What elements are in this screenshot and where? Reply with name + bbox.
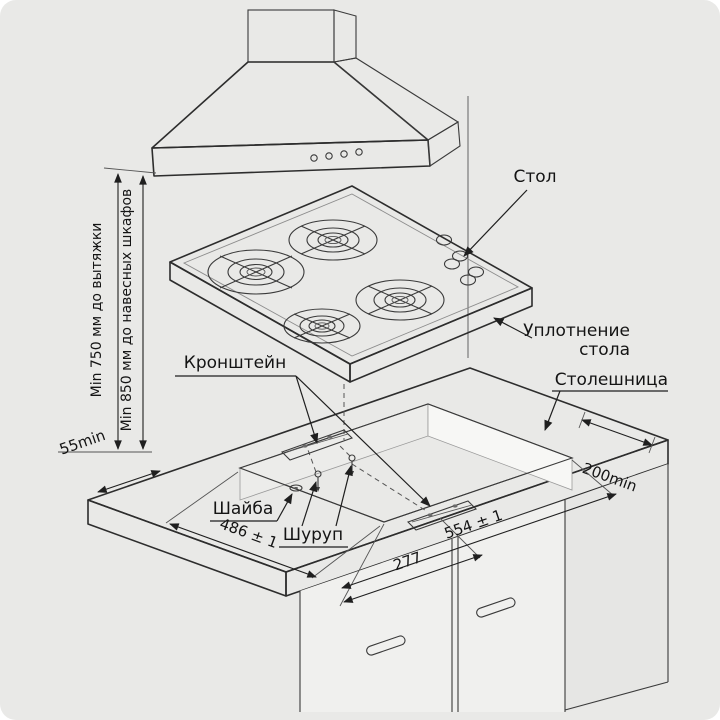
- burner-spoke: [219, 255, 293, 289]
- bracket-hole: [427, 513, 433, 517]
- burner-left: [207, 249, 305, 295]
- label-worktop: Столешница: [555, 370, 668, 390]
- hood-button: [355, 148, 363, 156]
- extension-line-486: [165, 471, 239, 524]
- leader-screw-1: [301, 480, 318, 527]
- dim-label-min750: Min 750 мм до вытяжки: [89, 223, 105, 398]
- burner-cap-center: [314, 322, 330, 330]
- assembly-dashed-line: [351, 463, 429, 513]
- burner-spoke: [293, 313, 351, 339]
- hood-chimney-front: [247, 9, 335, 63]
- dim-line-486: [169, 523, 317, 578]
- burner-cap-center: [391, 295, 409, 305]
- dim-line-277: [343, 554, 483, 603]
- bracket-hole: [302, 444, 308, 448]
- door-handle-right: [476, 597, 516, 618]
- hob-side-right: [349, 287, 533, 383]
- hood-chimney-side: [333, 9, 357, 63]
- burner-ring: [207, 249, 305, 295]
- burner-top: [288, 219, 378, 261]
- washer-part: [289, 484, 303, 492]
- bracket-body: [280, 429, 354, 461]
- leader-bracket-front: [295, 375, 431, 507]
- burner-right: [355, 279, 445, 321]
- worktop-cutout: [238, 403, 574, 523]
- screw-tip: [350, 471, 354, 476]
- leader-bracket-rear: [295, 375, 319, 445]
- screw-part-1: [314, 470, 322, 492]
- hood-control-buttons: [310, 148, 363, 162]
- leader-worktop: [544, 390, 561, 431]
- cabinet-side-panel: [565, 464, 668, 712]
- knob: [467, 266, 485, 278]
- extension-line-top: [103, 167, 157, 174]
- hood-canopy-side: [332, 57, 460, 141]
- burner-spoke: [300, 225, 366, 255]
- hood-button: [340, 150, 348, 158]
- burner-crown: [299, 315, 345, 337]
- knob: [459, 274, 477, 286]
- burner-crown: [373, 287, 427, 313]
- dim-label-min850: Min 850 мм до навесных шкафов: [119, 189, 135, 432]
- hood-button: [310, 154, 318, 162]
- bracket-hole: [327, 435, 333, 439]
- cutout-rim: [238, 403, 574, 523]
- screw-tip: [316, 487, 320, 492]
- burner-ring: [355, 279, 445, 321]
- burner-cap: [308, 319, 336, 333]
- leader-seal: [493, 317, 533, 339]
- base-cabinet: [299, 464, 669, 712]
- cabinet-bottom-edge: [564, 681, 669, 711]
- burner-cap: [239, 263, 273, 281]
- door-handle-left: [366, 635, 406, 656]
- burner-cap: [317, 232, 349, 248]
- hob-rim-inset: [182, 193, 520, 357]
- burner-ring: [283, 308, 361, 344]
- screw-axis-line: [339, 445, 351, 457]
- burner-crown: [306, 227, 360, 253]
- dim-tick: [648, 436, 656, 454]
- label-seal-line2: стола: [579, 340, 630, 360]
- range-hood: [151, 9, 461, 177]
- extension-line-554: [571, 459, 615, 497]
- washer-disc: [289, 484, 303, 492]
- burner-bottom: [283, 308, 361, 344]
- knob: [443, 258, 461, 270]
- hood-band-front: [151, 139, 431, 177]
- dim-vertical-clearances: Min 750 мм до вытяжки Min 850 мм до наве…: [58, 167, 157, 453]
- label-table: Стол: [513, 167, 556, 187]
- bracket-hole: [452, 504, 458, 508]
- burner-cap-center: [324, 235, 342, 245]
- cutout-inner-wall-left: [239, 403, 429, 501]
- leader-table: [463, 189, 528, 257]
- dim-line-55: [97, 470, 161, 493]
- knob: [435, 234, 453, 246]
- dim-line-200: [581, 419, 653, 446]
- burner-crown: [227, 258, 285, 286]
- leader-washer: [276, 493, 293, 522]
- dim-label-486: 486 ± 1: [217, 515, 280, 553]
- burner-cap: [384, 292, 416, 308]
- dim-tick: [578, 411, 586, 429]
- callouts: Стол Уплотнение стола Столешница Кронште…: [175, 167, 668, 548]
- hood-band-side: [427, 121, 461, 167]
- burner-spoke: [367, 285, 433, 315]
- leader-screw-2: [335, 464, 353, 527]
- label-screw: Шуруп: [283, 525, 343, 545]
- label-seal-line1: Уплотнение: [523, 321, 630, 341]
- washer-hole: [294, 487, 298, 489]
- hob-control-knobs: [435, 234, 485, 286]
- dim-label-55min: 55min: [57, 426, 108, 458]
- label-washer: Шайба: [213, 499, 274, 519]
- hood-button: [325, 152, 333, 160]
- label-bracket: Кронштейн: [184, 353, 286, 373]
- burner-ring: [288, 219, 378, 261]
- burner-cap-center: [246, 267, 266, 277]
